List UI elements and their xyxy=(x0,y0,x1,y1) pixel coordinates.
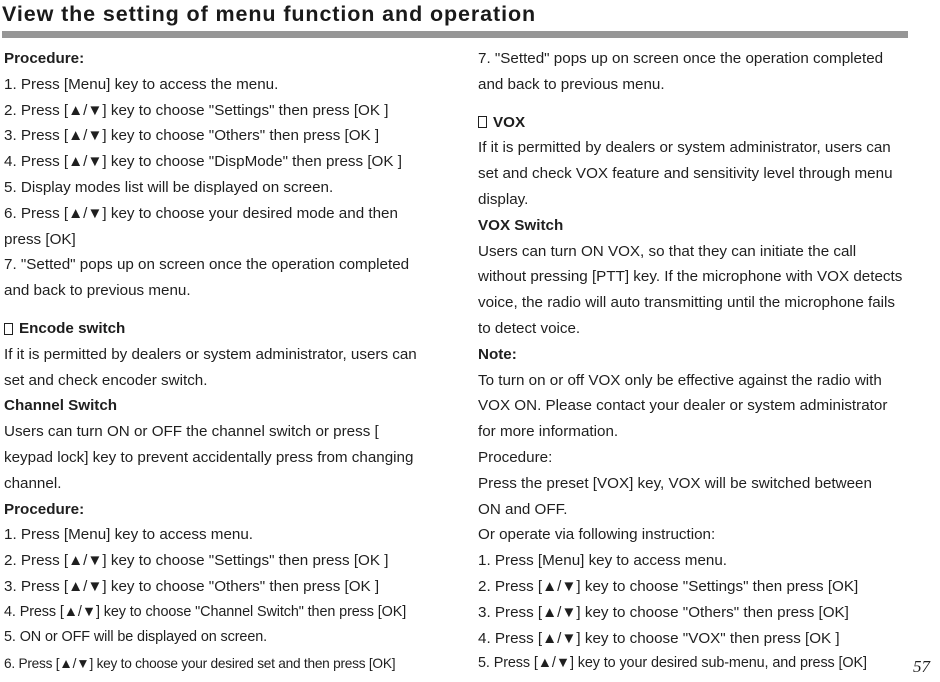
procedure-intro: Or operate via following instruction: xyxy=(478,526,716,544)
body-text: set and check VOX feature and sensitivit… xyxy=(478,165,893,183)
body-text: Users can turn ON VOX, so that they can … xyxy=(478,242,857,260)
procedure-step: 4. Press [▲/▼] key to choose "Channel Sw… xyxy=(4,603,407,620)
procedure-step: 2. Press [▲/▼] key to choose "Settings" … xyxy=(478,577,859,595)
procedure-intro: Press the preset [VOX] key, VOX will be … xyxy=(478,474,872,492)
body-text: to detect voice. xyxy=(478,319,581,337)
procedure-step-continuation: and back to previous menu. xyxy=(4,282,191,300)
procedure-step-continuation: press [OK] xyxy=(4,230,76,248)
procedure-step: 1. Press [Menu] key to access the menu. xyxy=(4,75,279,93)
procedure-intro: ON and OFF. xyxy=(478,500,568,518)
procedure-step: 4. Press [▲/▼] key to choose "DispMode" … xyxy=(4,153,402,171)
note-text: To turn on or off VOX only be effective … xyxy=(478,371,882,389)
note-text: for more information. xyxy=(478,423,619,441)
procedure-heading: Procedure: xyxy=(4,50,85,67)
procedure-step: 2. Press [▲/▼] key to choose "Settings" … xyxy=(4,552,389,570)
procedure-step: 7. "Setted" pops up on screen once the o… xyxy=(478,50,884,67)
procedure-step: 3. Press [▲/▼] key to choose "Others" th… xyxy=(4,127,380,145)
vox-switch-subheading: VOX Switch xyxy=(478,216,564,234)
encode-switch-heading-label: Encode switch xyxy=(19,319,126,337)
page-title: View the setting of menu function and op… xyxy=(2,2,537,26)
procedure-step: 6. Press [▲/▼] key to choose your desire… xyxy=(4,204,398,222)
procedure-step: 5. Press [▲/▼] key to your desired sub-m… xyxy=(478,655,867,672)
body-text: set and check encoder switch. xyxy=(4,371,208,389)
procedure-step: 1. Press [Menu] key to access menu. xyxy=(478,552,728,570)
procedure-step: 3. Press [▲/▼] key to choose "Others" th… xyxy=(478,603,849,621)
procedure-heading: Procedure: xyxy=(478,448,553,466)
procedure-step: 5. Display modes list will be displayed … xyxy=(4,178,334,196)
hollow-square-icon xyxy=(4,322,13,335)
note-text: VOX ON. Please contact your dealer or sy… xyxy=(478,397,888,415)
procedure-step: 5. ON or OFF will be displayed on screen… xyxy=(4,629,268,646)
procedure-step: 2. Press [▲/▼] key to choose "Settings" … xyxy=(4,101,389,119)
channel-switch-subheading: Channel Switch xyxy=(4,397,118,415)
page-number: 57 xyxy=(913,657,930,676)
procedure-step: 3. Press [▲/▼] key to choose "Others" th… xyxy=(4,577,380,595)
hollow-square-icon xyxy=(478,116,487,129)
encode-switch-heading: Encode switch xyxy=(4,316,450,342)
procedure-heading: Procedure: xyxy=(4,500,85,518)
body-text: channel. xyxy=(4,474,62,492)
procedure-step: 1. Press [Menu] key to access menu. xyxy=(4,526,254,544)
procedure-step: 6. Press [▲/▼] key to choose your desire… xyxy=(4,655,396,671)
body-text: without pressing [PTT] key. If the micro… xyxy=(478,268,903,286)
body-text: If it is permitted by dealers or system … xyxy=(478,139,891,157)
body-text: If it is permitted by dealers or system … xyxy=(4,345,417,363)
title-divider-rule xyxy=(2,31,908,38)
vox-heading-label: VOX xyxy=(493,113,526,131)
procedure-step: 4. Press [▲/▼] key to choose "VOX" then … xyxy=(478,629,840,647)
procedure-step: 7. "Setted" pops up on screen once the o… xyxy=(4,256,410,274)
procedure-step-continuation: and back to previous menu. xyxy=(478,75,665,93)
body-text: voice, the radio will auto transmitting … xyxy=(478,294,896,312)
note-heading: Note: xyxy=(478,345,517,363)
vox-heading: VOX xyxy=(478,110,930,136)
section-spacer xyxy=(4,304,450,316)
section-spacer xyxy=(478,98,930,110)
right-column: 7. "Setted" pops up on screen once the o… xyxy=(478,46,930,677)
left-column: Procedure: 1. Press [Menu] key to access… xyxy=(4,46,450,676)
body-text: keypad lock] key to prevent accidentally… xyxy=(4,448,414,466)
body-text: display. xyxy=(478,190,529,208)
body-text: Users can turn ON or OFF the channel swi… xyxy=(4,423,379,441)
